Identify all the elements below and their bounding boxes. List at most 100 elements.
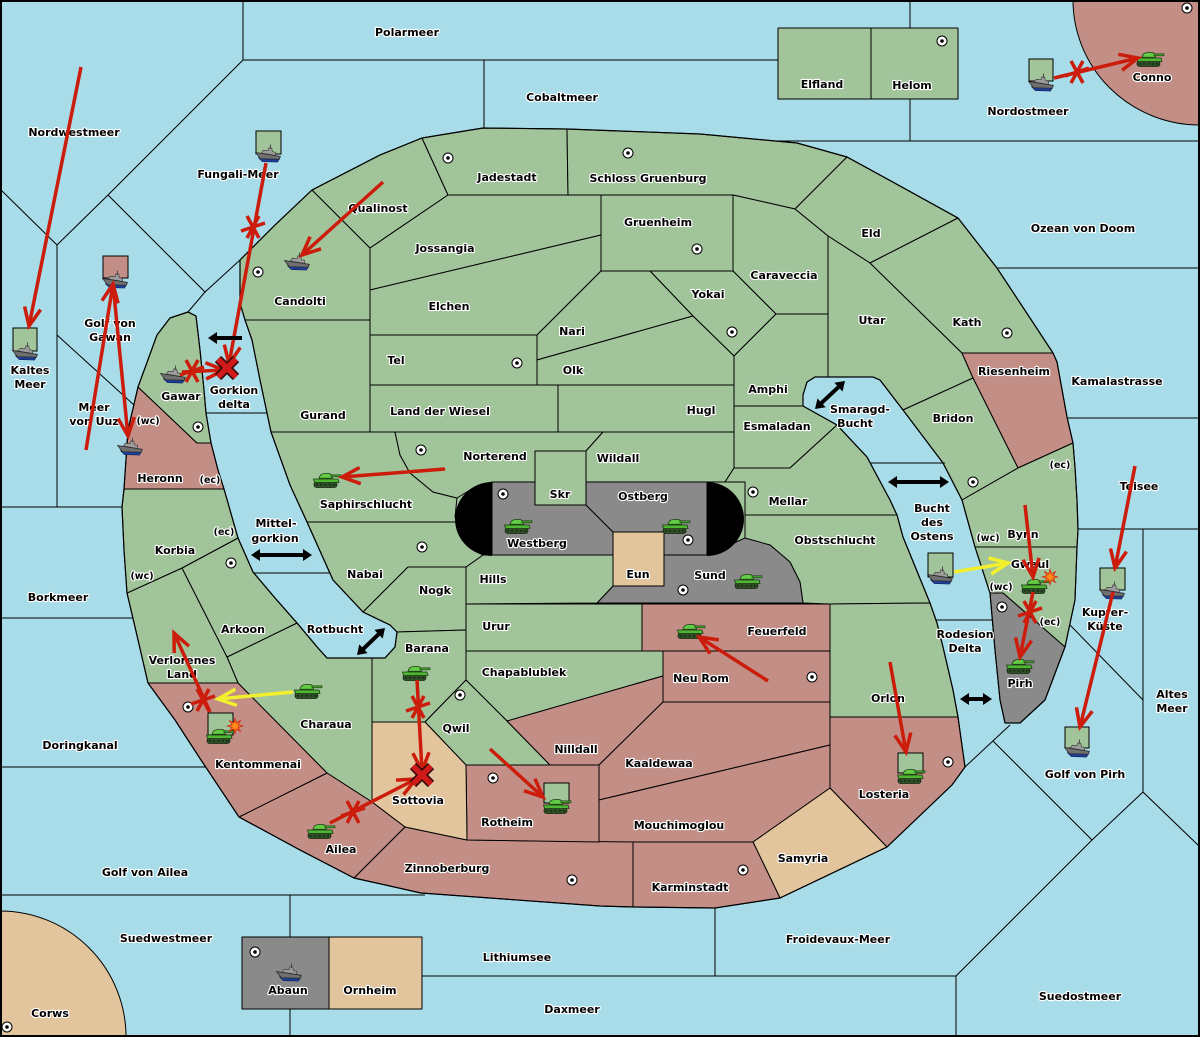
cut-marker-icon — [405, 695, 431, 719]
impassable-cap-east — [707, 482, 744, 556]
sea-label-kupfer-kueste: Kupfer- — [1082, 606, 1128, 619]
coast-label: (ec) — [1040, 617, 1061, 628]
territory-label-saphirschlucht: Saphirschlucht — [320, 498, 412, 511]
arrowhead-icon — [695, 634, 720, 655]
sea-label-lithiumsee: Lithiumsee — [483, 951, 551, 964]
supply-center-icon — [1, 1021, 13, 1033]
arrowhead-icon — [523, 777, 547, 800]
explosion-icon — [225, 716, 245, 736]
territory-corws[interactable] — [0, 910, 127, 1037]
supply-center-icon — [622, 147, 634, 159]
territory-helom[interactable] — [870, 27, 959, 100]
territory-label-candolti: Candolti — [274, 295, 326, 308]
supply-center-dot — [256, 270, 260, 274]
supply-center-icon — [1181, 2, 1193, 14]
passage-head — [357, 644, 368, 655]
territory-label-kaaldewaa: Kaaldewaa — [625, 757, 692, 770]
supply-center-icon — [182, 701, 194, 713]
territory-label-jadestadt: Jadestadt — [476, 171, 536, 184]
coast-label: (wc) — [989, 582, 1012, 593]
cut-marker-icon — [179, 359, 205, 383]
coast-label: (ec) — [1050, 460, 1071, 471]
supply-center-icon — [252, 266, 264, 278]
territory-label-obstschlucht: Obstschlucht — [794, 534, 875, 547]
passage-arrow-icon — [888, 476, 949, 488]
supply-center-dot — [1005, 331, 1009, 335]
territory-rotheim[interactable] — [465, 764, 600, 843]
territory-label-eun: Eun — [626, 568, 649, 581]
supply-center-dot — [681, 588, 685, 592]
sea-label-meer-von-uuz: von Uuz — [69, 415, 119, 428]
cut-marker-icon — [1017, 600, 1043, 624]
territory-gruenheim[interactable] — [600, 194, 734, 272]
sea-label-bucht-des-ostens: des — [921, 516, 943, 529]
destroyed-x-icon — [214, 355, 240, 381]
territory-ornheim[interactable] — [328, 936, 423, 1010]
territory-label-schloss-gruenburg: Schloss Gruenburg — [589, 172, 706, 185]
order-line — [227, 162, 268, 365]
passage-head — [960, 693, 969, 705]
passage-arrow-icon — [815, 381, 845, 409]
supply-center-icon — [454, 689, 466, 701]
passages-layer — [208, 332, 992, 705]
sea-border — [992, 740, 1093, 841]
coast-label: (wc) — [136, 416, 159, 427]
coast-label: (ec) — [214, 527, 235, 538]
supply-center-icon — [677, 584, 689, 596]
supply-center-icon — [747, 486, 759, 498]
territory-karminstadt[interactable] — [632, 841, 781, 909]
territory-label-bridon: Bridon — [933, 412, 974, 425]
supply-center-dot — [1000, 605, 1004, 609]
supply-center-dot — [446, 156, 450, 160]
supply-center-icon — [192, 421, 204, 433]
sea-label-bucht-des-ostens: Ostens — [911, 530, 954, 543]
cut-stroke — [195, 688, 211, 712]
cut-stroke — [1022, 600, 1038, 624]
sea-label-golf-von-ailea: Golf von Ailea — [102, 866, 188, 879]
passage-head — [983, 693, 992, 705]
territory-label-jossangia: Jossangia — [414, 242, 474, 255]
territory-label-yokai: Yokai — [690, 288, 724, 301]
passage-shaft — [818, 383, 842, 407]
destroyed-x-icon — [409, 762, 435, 788]
territory-label-losteria: Losteria — [859, 788, 909, 801]
sea-label-rodesion-delta: Delta — [948, 642, 981, 655]
supply-center-icon — [225, 557, 237, 569]
arrowhead-icon — [1108, 548, 1128, 573]
order-line — [698, 635, 769, 683]
cut-marker-icon — [190, 688, 216, 712]
supply-center-dot — [186, 705, 190, 709]
territory-label-urur: Urur — [482, 620, 510, 633]
arrowhead-icon — [1117, 52, 1143, 72]
order-line — [1113, 465, 1137, 569]
supply-center-dot — [686, 538, 690, 542]
territory-label-gurand: Gurand — [300, 409, 345, 422]
order-line — [888, 661, 908, 753]
passage-arrow-icon — [357, 628, 385, 655]
sea-label-rodesion-delta: Rodesion — [936, 628, 993, 641]
supply-center-dot — [570, 878, 574, 882]
order-arrow — [337, 465, 446, 486]
order-line — [27, 66, 83, 327]
x-stroke — [216, 357, 238, 379]
territory-label-skr: Skr — [550, 488, 571, 501]
supply-center-icon — [691, 243, 703, 255]
coast-label: (ec) — [200, 475, 221, 486]
territory-label-qualinost: Qualinost — [348, 202, 407, 215]
arrowhead-icon — [22, 306, 43, 331]
order-arrow — [488, 747, 547, 800]
territory-label-pirh: Pirh — [1007, 677, 1032, 690]
sea-label-golf-von-gawan: Golf von — [84, 317, 136, 330]
supply-center-icon — [511, 357, 523, 369]
territory-label-ostberg: Ostberg — [618, 490, 668, 503]
territory-label-sund: Sund — [694, 569, 725, 582]
cut-stroke — [1069, 60, 1085, 84]
sea-label-altes-meer: Altes — [1156, 688, 1188, 701]
sea-label-kamalastrasse: Kamalastrasse — [1071, 375, 1162, 388]
supply-center-icon — [497, 488, 509, 500]
territory-conno[interactable] — [1072, 0, 1200, 126]
order-line — [341, 467, 446, 479]
